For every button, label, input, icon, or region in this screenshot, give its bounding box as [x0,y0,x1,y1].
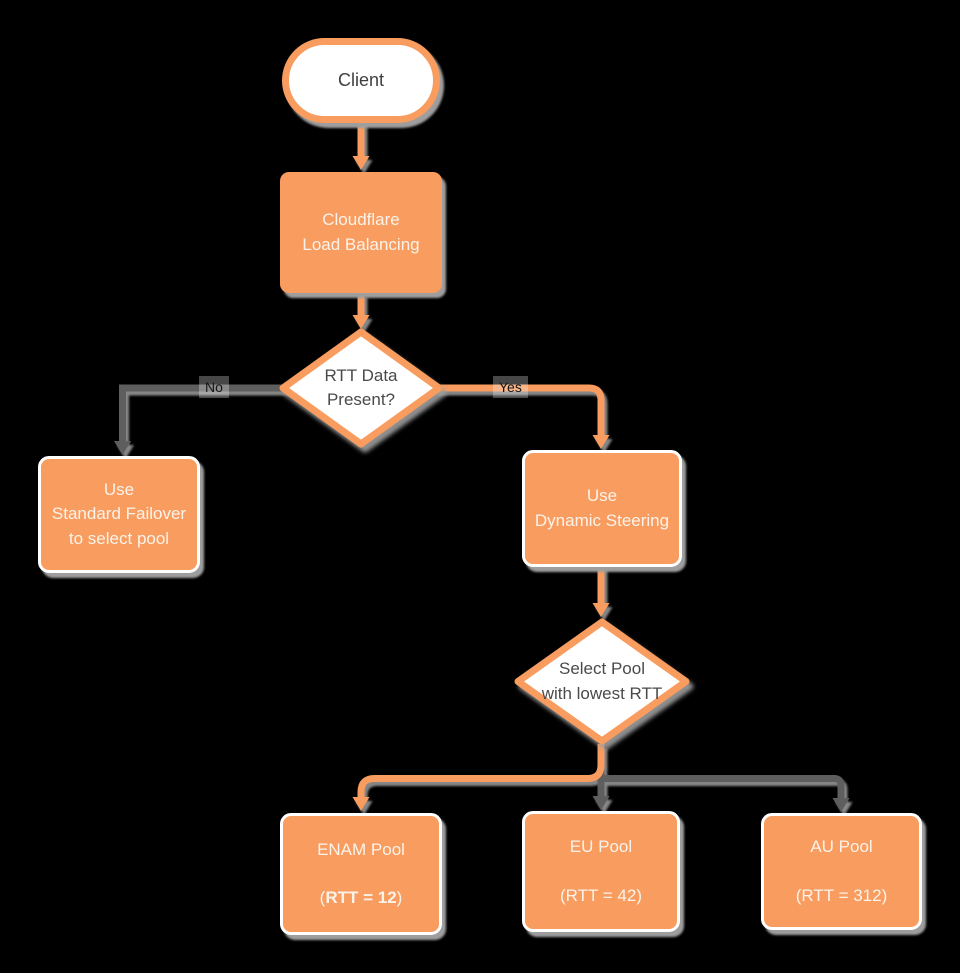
au-pool-label: AU Pool (RTT = 312) [796,811,888,932]
eu-pool-name: EU Pool [569,837,633,857]
load-balancer-node: Cloudflare Load Balancing [280,172,442,293]
enam-pool-name: ENAM Pool [317,839,405,859]
au-pool-rtt: (RTT = 312) [795,885,888,905]
orange-arrowheads [352,156,610,811]
select-pool-decision-node [513,617,691,746]
enam-paren-open: ( [319,888,326,908]
client-label: Client [337,69,385,90]
arrowhead-dynamic-steering [592,435,610,449]
arrowhead-au [832,798,850,812]
standard-failover-node: Use Standard Failover to select pool [38,456,200,573]
edge-yes-line [434,384,605,437]
arrowhead-lb [352,156,370,170]
load-balancer-label: Cloudflare Load Balancing [302,210,420,254]
eu-pool-label: EU Pool (RTT = 42) [560,811,642,932]
client-node: Client [282,38,440,123]
edge-label-no: No [199,376,229,399]
arrowhead-select-pool [592,603,610,617]
au-pool-node: AU Pool (RTT = 312) [761,813,922,930]
arrowhead-eu [592,796,610,810]
arrowhead-enam [352,797,370,811]
edge-to-au-line [601,775,845,800]
gray-connectors [119,384,845,800]
eu-pool-rtt: (RTT = 42) [559,885,643,905]
dynamic-steering-node: Use Dynamic Steering [522,450,682,567]
au-pool-name: AU Pool [810,837,873,857]
rtt-decision-diamond-shape [279,328,443,448]
enam-pool-node: ENAM Pool (RTT = 12) [280,813,442,935]
eu-pool-node: EU Pool (RTT = 42) [522,811,680,932]
select-pool-decision-label: Select Pool with lowest RTT [541,659,663,703]
enam-paren-close: ) [396,888,403,908]
orange-connectors [357,119,605,799]
dynamic-steering-label: Use Dynamic Steering [534,486,670,530]
enam-rtt-value: RTT = 12 [325,888,397,908]
enam-pool-label: ENAM Pool (RTT = 12) [317,814,405,935]
edge-no-line [119,384,290,443]
edge-to-enam-line [357,744,605,799]
arrowhead-failover [114,441,131,455]
enam-pool-rtt: (RTT = 12) [317,886,405,910]
arrowhead-rtt-decision [352,315,370,329]
rtt-decision-node [278,327,444,449]
select-pool-diamond-shape [514,618,690,745]
standard-failover-label: Use Standard Failover to select pool [51,480,187,548]
gray-arrowheads [114,441,850,812]
rtt-decision-label: RTT Data Present? [324,365,398,409]
edge-label-yes: Yes [493,376,528,399]
